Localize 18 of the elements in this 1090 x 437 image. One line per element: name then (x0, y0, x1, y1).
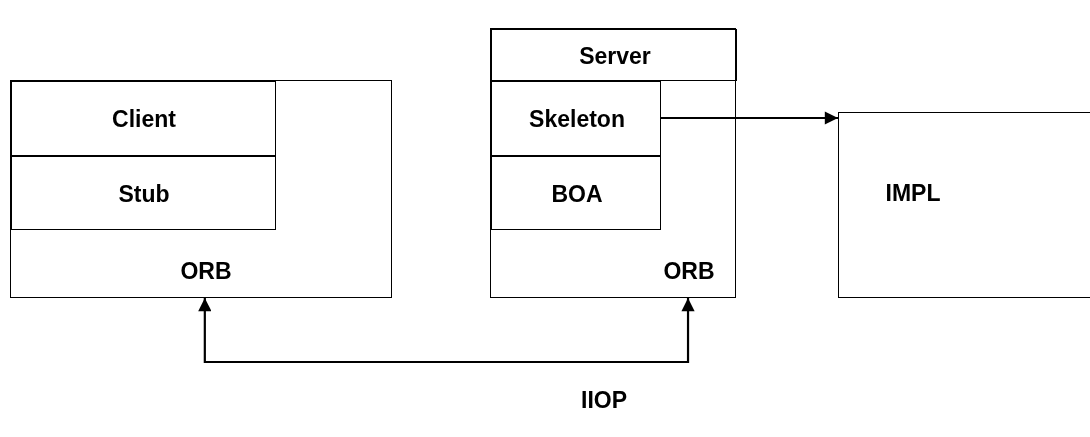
process-box (491, 29, 737, 81)
node-label: Stub (118, 180, 170, 208)
node-label: Server (579, 42, 651, 70)
node-label: BOA (551, 180, 603, 208)
orb-container-box (10, 80, 392, 298)
process-box (491, 156, 661, 230)
node-label: Skeleton (529, 105, 625, 133)
process-box (838, 112, 1090, 298)
orb-container-box (490, 28, 736, 298)
arrow (660, 111, 838, 125)
node-label: Client (112, 105, 176, 133)
process-box (491, 81, 661, 156)
node-label: IMPL (885, 179, 941, 207)
process-box (11, 156, 276, 230)
node-label: ORB (663, 257, 715, 285)
arrow (198, 298, 695, 364)
node-label: ORB (180, 257, 232, 285)
process-box (11, 81, 276, 156)
